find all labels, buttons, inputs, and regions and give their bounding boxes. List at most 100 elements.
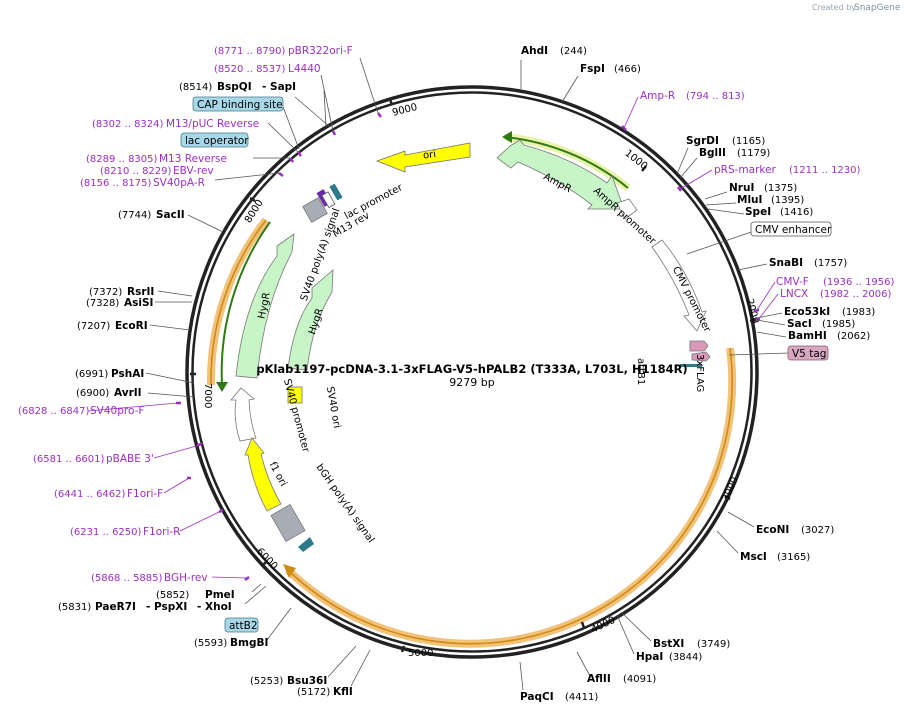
site-msci-pos: (3165) [777, 552, 810, 563]
site-paer7i[interactable]: PaeR7I [95, 601, 136, 613]
hygr-inner-arrow[interactable] [287, 269, 334, 371]
sv40-pa-small-box [302, 197, 328, 223]
primer-pbabe3[interactable]: pBABE 3' [106, 453, 154, 465]
site-bmgbi[interactable]: BmgBI [230, 637, 268, 649]
primer-amp-r-pos: (794 .. 813) [686, 91, 745, 102]
site-eco53ki[interactable]: Eco53kI [784, 306, 830, 318]
site-ecori[interactable]: EcoRI [115, 320, 148, 332]
bgh-pa-box[interactable] [270, 503, 306, 543]
site-sgrdi-pos: (1165) [732, 136, 765, 147]
site-pmei[interactable]: PmeI [205, 589, 235, 601]
site-aflii-pos: (4091) [623, 674, 656, 685]
cap-binding-box[interactable] [192, 96, 284, 112]
site-xhoi[interactable]: - XhoI [197, 601, 232, 613]
cmv-enhancer-label: CMV enhancer [755, 224, 832, 236]
attb2-mark [298, 537, 314, 552]
site-paer7i-pos: (5831) [58, 602, 91, 613]
site-pshai[interactable]: PshAI [111, 368, 144, 380]
primer-bgh-rev[interactable]: BGH-rev [164, 572, 208, 584]
ampr-promoter-arrow[interactable] [616, 198, 638, 220]
sv40-promoter-arrow[interactable] [230, 387, 257, 442]
ampr-arrow[interactable] [496, 139, 625, 210]
site-spei-pos: (1416) [780, 207, 813, 218]
primer-amp-r[interactable]: Amp-R [640, 90, 675, 102]
primer-l4440[interactable]: L4440 [288, 63, 321, 75]
primer-prs-marker-pos: (1211 .. 1230) [789, 165, 861, 176]
palb2-orf-arc [287, 347, 733, 645]
cmv-enhancer-box[interactable] [750, 221, 832, 237]
primer-prs-marker[interactable]: pRS-marker [714, 164, 777, 176]
primer-m13puc-rev[interactable]: M13/pUC Reverse [166, 118, 259, 130]
primer-f1ori-f[interactable]: F1ori-F [127, 488, 163, 500]
site-msci[interactable]: MscI [740, 551, 767, 563]
primer-m13puc-rev-pos: (8302 .. 8324) [92, 119, 164, 130]
site-bsu36i[interactable]: Bsu36I [287, 675, 327, 687]
backbone-inner-ring [191, 91, 753, 653]
primer-pbr322ori-f-pos: (8771 .. 8790) [214, 46, 286, 57]
palb2-orf-arrowhead [283, 564, 296, 578]
attb1-arrow[interactable] [689, 340, 709, 352]
site-asisi[interactable]: AsiSI [124, 297, 153, 309]
site-fspi[interactable]: FspI [580, 63, 605, 75]
site-bspqi[interactable]: BspQI [217, 81, 252, 93]
tick-5000: 5000 [408, 648, 433, 659]
site-mlui[interactable]: MluI [737, 194, 762, 206]
site-snabi[interactable]: SnaBI [769, 257, 803, 269]
site-pshai-pos: (6991) [75, 369, 108, 380]
lac-operator-box[interactable] [180, 132, 249, 148]
site-saci[interactable]: SacI [787, 318, 812, 330]
site-kfli-pos: (5172) [297, 687, 330, 698]
site-sacii-pos: (7744) [118, 210, 151, 221]
primer-f1ori-r-pos: (6231 .. 6250) [70, 527, 142, 538]
primer-cmv-f[interactable]: CMV-F [776, 276, 809, 288]
site-fspi-pos: (466) [614, 64, 641, 75]
site-bspqi-pos: (8514) [179, 82, 212, 93]
site-paqci[interactable]: PaqCI [520, 691, 554, 703]
site-sgrdi[interactable]: SgrDI [686, 135, 719, 147]
snapgene-logo-text: SnapGene [854, 3, 901, 13]
site-nrui[interactable]: NruI [729, 182, 754, 194]
primer-ebv-rev[interactable]: EBV-rev [173, 165, 214, 177]
site-spei[interactable]: SpeI [745, 206, 771, 218]
primer-f1ori-r[interactable]: F1ori-R [143, 526, 180, 538]
primer-lncx[interactable]: LNCX [780, 288, 808, 300]
site-hpai[interactable]: HpaI [636, 651, 663, 663]
site-bamhi[interactable]: BamHI [788, 330, 827, 342]
site-kfli[interactable]: KflI [333, 686, 353, 698]
site-hpai-pos: (3844) [669, 652, 702, 663]
site-sapi[interactable]: - SapI [262, 81, 296, 93]
hygr-outer-arrow[interactable] [235, 233, 295, 379]
3xflag-arrow[interactable] [691, 351, 711, 362]
primer-pbr322ori-f[interactable]: pBR322ori-F [288, 45, 353, 57]
primer-m13-rev-pos: (8289 .. 8305) [86, 154, 158, 165]
ori-arrow[interactable] [375, 142, 471, 173]
cmv-promoter-arrow[interactable] [651, 239, 707, 332]
primer-m13-rev[interactable]: M13 Reverse [159, 153, 227, 165]
site-saci-pos: (1985) [822, 319, 855, 330]
site-aflii[interactable]: AflII [587, 673, 611, 685]
v5-tag-box[interactable] [787, 345, 829, 361]
site-econi[interactable]: EcoNI [756, 524, 789, 536]
ampr-orf-arc [504, 136, 629, 189]
sv40-ori-box[interactable] [287, 386, 303, 404]
site-pspxi[interactable]: - PspXI [146, 601, 187, 613]
site-bmgbi-pos: (5593) [194, 638, 227, 649]
site-bstxi[interactable]: BstXI [653, 638, 684, 650]
site-bglii[interactable]: BglII [699, 147, 726, 159]
site-bsu36i-pos: (5253) [250, 676, 283, 687]
site-ahdi[interactable]: AhdI [521, 45, 548, 57]
site-nrui-pos: (1375) [764, 183, 797, 194]
primer-pbabe3-pos: (6581 .. 6601) [33, 454, 105, 465]
site-eco53ki-pos: (1983) [842, 307, 875, 318]
primer-cmv-f-pos: (1936 .. 1956) [823, 277, 895, 288]
site-avrii[interactable]: AvrII [114, 387, 142, 399]
primer-sv40pro-f[interactable]: SV40pro-F [90, 405, 144, 417]
v5-tag-label: V5 tag [792, 348, 826, 360]
site-rsrii[interactable]: RsrII [127, 286, 154, 298]
site-ecori-pos: (7207) [77, 321, 110, 332]
f1-ori-arrow[interactable] [244, 437, 282, 512]
site-sacii[interactable]: SacII [156, 209, 185, 221]
cap-binding-label: CAP binding site [197, 99, 283, 111]
primer-sv40pa-r[interactable]: SV40pA-R [153, 177, 205, 189]
attb2-box[interactable] [224, 617, 259, 633]
